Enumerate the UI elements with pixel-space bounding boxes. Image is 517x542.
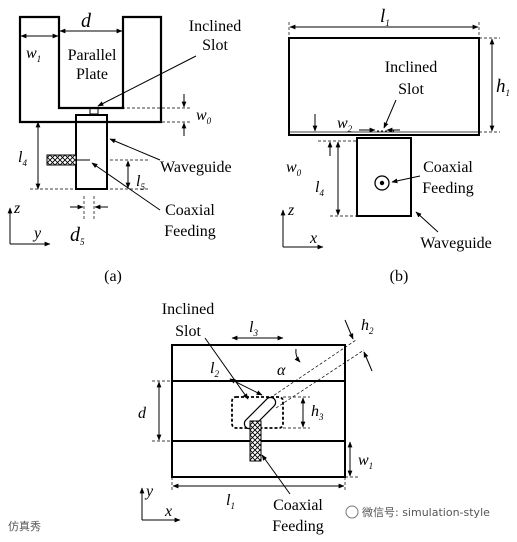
panel-a-label: (a)	[104, 268, 122, 285]
feeding-label-a: Feeding	[164, 223, 216, 240]
slot-dir-line-2-c	[275, 349, 365, 409]
slot-dir-line-1-c	[269, 339, 357, 399]
axis-z-label-a: z	[13, 200, 21, 217]
coaxial-label-b: Coaxial	[423, 159, 473, 176]
d-label-c: d	[138, 405, 147, 422]
waveguide-label-a: Waveguide	[160, 159, 232, 176]
slot-label-c: Slot	[175, 323, 201, 340]
waveguide-outline-c	[231, 396, 284, 429]
coaxial-feed-a	[46, 154, 77, 166]
h3-label-c: h3	[311, 403, 324, 422]
d-label-a: d	[81, 10, 92, 32]
coax-pointer-b	[391, 175, 421, 184]
waveguide-pointer-b	[415, 211, 439, 233]
coax-inner-b	[379, 180, 385, 186]
parallel-plate-body	[18, 15, 163, 124]
coaxial-feed-c	[249, 420, 262, 462]
w1-label-c: w1	[358, 452, 373, 471]
panel-b: l1 h1 Inclined Slot w2 w0 l4 Coaxi	[280, 6, 510, 285]
slot-pointer-a	[97, 55, 197, 107]
axis-z-label-b: z	[287, 202, 295, 219]
coaxial-label-c: Coaxial	[273, 497, 323, 514]
h2-arrow-1-c	[344, 319, 354, 340]
slot-pointer-c	[204, 337, 249, 400]
coax-pointer-c	[261, 454, 291, 495]
w0-label-a: w0	[196, 107, 212, 126]
coax-pointer-a	[91, 162, 161, 211]
l1-label-c: l1	[226, 492, 235, 511]
panel-b-label: (b)	[390, 268, 409, 285]
coaxial-label-a: Coaxial	[165, 202, 215, 219]
w2-label-b: w2	[337, 115, 353, 134]
slot-label-b: Slot	[398, 81, 424, 98]
axis-x-label-c: x	[164, 503, 172, 520]
inclined-label-c: Inclined	[162, 301, 214, 318]
inclined-label-b: Inclined	[385, 59, 437, 76]
watermark-left: 仿真秀	[8, 519, 41, 533]
slot-label-a: Slot	[202, 37, 228, 54]
plate-c	[171, 344, 346, 478]
axis-x-label-b: x	[309, 230, 317, 247]
feeding-label-c: Feeding	[272, 518, 324, 535]
h1-label-b: h1	[496, 76, 510, 98]
axis-y-label-c: y	[144, 483, 154, 500]
wechat-icon	[345, 505, 359, 519]
alpha-label-c: α	[277, 362, 286, 379]
d5-label-a: d5	[70, 224, 85, 247]
plate-label: Plate	[76, 66, 108, 83]
slot-pointer-b	[383, 99, 397, 129]
l3-label-c: l3	[249, 319, 258, 338]
l5-label-a: l5	[136, 173, 145, 192]
panel-a: d w1 Parallel Plate Inclined Slot w0 l4 …	[7, 10, 241, 285]
alpha-arc-c	[294, 348, 301, 363]
inclined-label-a: Inclined	[189, 18, 241, 35]
l4-label-a: l4	[18, 149, 27, 168]
l2-label-c: l2	[210, 360, 219, 379]
h2-arrow-2-c	[363, 351, 373, 372]
h2-label-c: h2	[361, 317, 374, 336]
parallel-label: Parallel	[68, 47, 117, 64]
w1-label-a: w1	[26, 45, 41, 64]
l1-label-b: l1	[380, 6, 390, 28]
coax-outer-b	[374, 175, 390, 191]
waveguide-label-b: Waveguide	[420, 235, 492, 252]
feeding-label-b: Feeding	[422, 180, 474, 197]
axis-y-label-a: y	[32, 225, 42, 242]
w0-label-b: w0	[286, 159, 302, 178]
waveguide-a	[75, 114, 108, 190]
l4-label-b: l4	[315, 179, 324, 198]
waveguide-b	[356, 137, 412, 217]
waveguide-pointer-a	[109, 138, 161, 161]
watermark-right: 微信号: simulation-style	[362, 505, 490, 519]
panel-c: Inclined Slot l3 h2 α l2 d h3 w1	[138, 301, 374, 535]
plate-b	[288, 37, 480, 136]
